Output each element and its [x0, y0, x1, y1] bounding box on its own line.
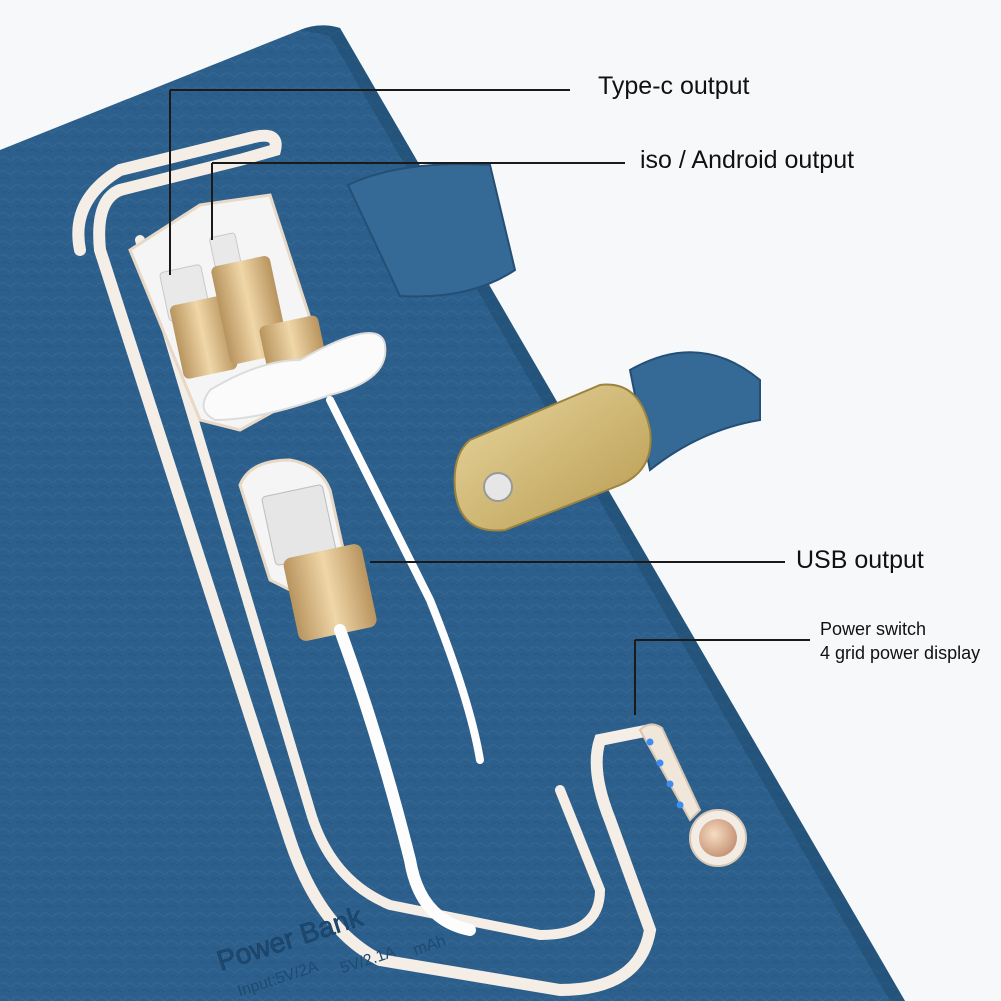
cover-edge-shadow	[300, 25, 905, 1001]
type-c-connector-icon	[159, 264, 238, 379]
led-2	[656, 759, 664, 767]
cable-channel	[72, 129, 657, 997]
led-3	[666, 780, 674, 788]
callout-power-display: 4 grid power display	[820, 643, 981, 663]
cable-white-2	[326, 396, 484, 764]
callout-ios-android-output: iso / Android output	[640, 146, 855, 174]
callout-power-switch: Power switch	[820, 619, 927, 639]
callout-usb-output: USB output	[796, 546, 924, 574]
usb-connector-icon	[261, 484, 377, 641]
clasp-strap	[628, 351, 761, 472]
magnetic-clasp	[453, 383, 652, 532]
clasp-gem-icon	[483, 472, 513, 502]
power-display	[638, 723, 702, 822]
led-4	[676, 801, 684, 809]
power-button-icon	[689, 809, 747, 867]
cable-channel-inner	[135, 235, 606, 941]
cable-white-1	[334, 624, 476, 936]
callout-type-c-output: Type-c output	[598, 72, 750, 100]
cable-splitter	[202, 332, 387, 422]
pen-loop	[346, 163, 517, 298]
led-1	[646, 738, 654, 746]
